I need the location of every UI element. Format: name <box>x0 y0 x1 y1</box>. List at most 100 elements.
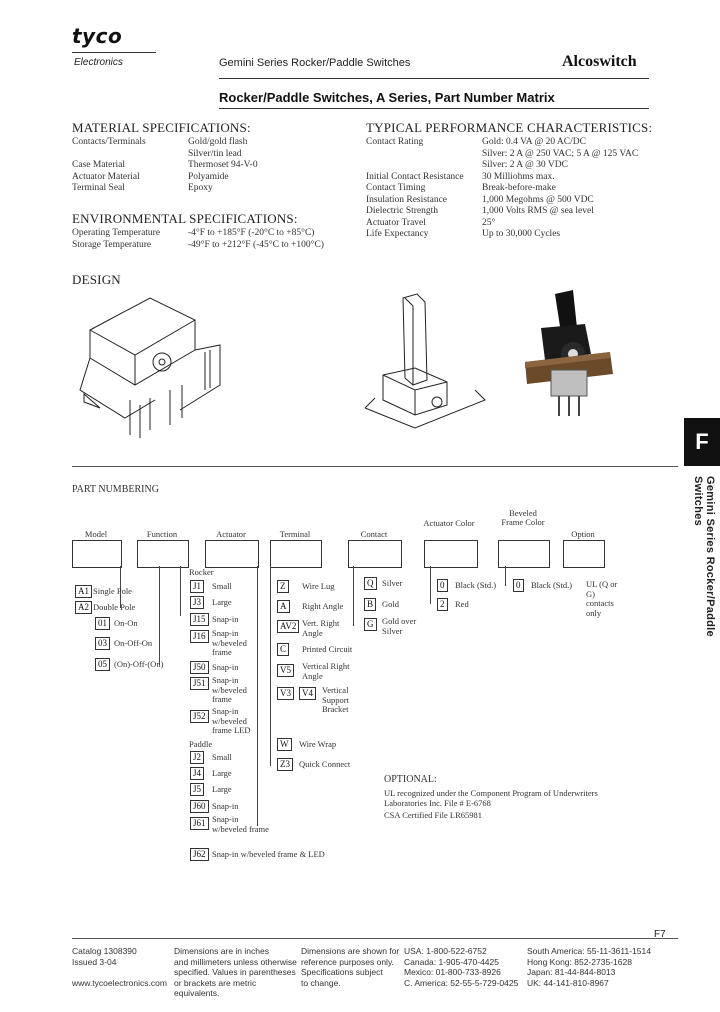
terminal-code-a[interactable]: A <box>277 600 290 613</box>
terminal-code-c[interactable]: C <box>277 643 290 656</box>
frame-color-label: Black (Std.) <box>531 580 573 590</box>
actuator-label: Large <box>212 784 232 794</box>
terminal-code-z[interactable]: Z <box>277 580 289 593</box>
footer-text: UK: 44-141-810-8967 <box>527 977 609 988</box>
spec-value: Epoxy <box>188 183 213 193</box>
footer-text: South America: 55-11-3611-1514 <box>527 946 651 956</box>
terminal-code-z3[interactable]: Z3 <box>277 758 293 771</box>
environmental-spec-title: ENVIRONMENTAL SPECIFICATIONS: <box>72 211 298 226</box>
actuator-label: Small <box>212 752 232 762</box>
optional-line: UL recognized under the Component Progra… <box>384 788 598 798</box>
spec-value: Polyamide <box>188 171 229 182</box>
actuator-code-j3[interactable]: J3 <box>190 596 205 609</box>
function-code-05[interactable]: 05 <box>95 658 110 671</box>
footer-col-catalog: Catalog 1308390 Issued 3-04 www.tycoelec… <box>72 946 172 988</box>
title-rule <box>219 108 649 109</box>
contact-box[interactable] <box>348 540 402 568</box>
terminal-box[interactable] <box>270 540 322 568</box>
design-rule <box>72 466 678 467</box>
contact-label: Silver <box>382 578 403 588</box>
header-actuator-color: Actuator Color <box>423 518 475 528</box>
actuator-label: Snap-in <box>212 801 239 811</box>
page-title: Rocker/Paddle Switches, A Series, Part N… <box>219 90 555 105</box>
function-code-01[interactable]: 01 <box>95 617 110 630</box>
actuator-label: Small <box>212 581 232 591</box>
function-box[interactable] <box>137 540 189 568</box>
actuator-code-j4[interactable]: J4 <box>190 767 205 780</box>
terminal-label: Wire Wrap <box>299 739 337 749</box>
environmental-spec-list: Operating Temperature-4°F to +185°F (-20… <box>72 228 342 251</box>
terminal-code-v4[interactable]: V4 <box>299 687 316 700</box>
model-label: Single Pole <box>93 586 132 596</box>
design-title: DESIGN <box>72 272 121 287</box>
actuator-code-j52[interactable]: J52 <box>190 710 209 723</box>
actuator-color-code-2[interactable]: 2 <box>437 598 448 611</box>
actuator-label: Snap-in w/beveled frame <box>212 628 247 657</box>
actuator-code-j62[interactable]: J62 <box>190 848 209 861</box>
function-code-03[interactable]: 03 <box>95 637 110 650</box>
frame-color-box[interactable] <box>498 540 550 568</box>
optional-line: Laboratories Inc. File # E-6768 <box>384 798 491 808</box>
actuator-code-j50[interactable]: J50 <box>190 661 209 674</box>
header-option: Option <box>571 529 595 539</box>
actuator-code-j16[interactable]: J16 <box>190 630 209 643</box>
actuator-code-j60[interactable]: J60 <box>190 800 209 813</box>
actuator-code-j61[interactable]: J61 <box>190 817 209 830</box>
part-numbering-title: PART NUMBERING <box>72 484 159 495</box>
contact-code-b[interactable]: B <box>364 598 377 611</box>
footer-text: to change. <box>301 977 341 988</box>
connector-line <box>353 566 354 626</box>
footer-text: USA: 1-800-522-6752 <box>404 946 487 956</box>
optional-line: CSA Certified File LR65981 <box>384 810 482 820</box>
actuator-label: Snap-in <box>212 614 239 624</box>
actuator-label: Large <box>212 768 232 778</box>
terminal-code-av2[interactable]: AV2 <box>277 620 300 633</box>
section-tab: F <box>684 418 720 466</box>
rocker-heading: Rocker <box>189 567 214 577</box>
spec-value: Gold: 0.4 VA @ 20 AC/DC <box>482 137 586 147</box>
option-label: UL (Q or G) contacts only <box>586 579 618 618</box>
spec-label: Contact Timing <box>366 183 426 193</box>
header-model: Model <box>84 529 108 539</box>
actuator-box[interactable] <box>205 540 259 568</box>
terminal-code-w[interactable]: W <box>277 738 292 751</box>
model-code-a2[interactable]: A2 <box>75 601 92 614</box>
terminal-code-v5[interactable]: V5 <box>277 664 294 677</box>
spec-label: Contact Rating <box>366 137 424 147</box>
actuator-code-j15[interactable]: J15 <box>190 613 209 626</box>
spec-value: 30 Milliohms max. <box>482 171 555 182</box>
material-spec-title: MATERIAL SPECIFICATIONS: <box>72 120 251 135</box>
actuator-code-j5[interactable]: J5 <box>190 783 205 796</box>
header-frame-color: Beveled Frame Color <box>501 508 545 527</box>
footer-link[interactable]: www.tycoelectronics.com <box>72 977 167 988</box>
spec-row: Operating Temperature-4°F to +185°F (-20… <box>72 228 342 240</box>
contact-code-q[interactable]: Q <box>364 577 377 590</box>
spec-label: Life Expectancy <box>366 229 429 239</box>
footer-text: reference purposes only. <box>301 956 394 967</box>
model-code-a1[interactable]: A1 <box>75 585 92 598</box>
terminal-code-v3[interactable]: V3 <box>277 687 294 700</box>
footer-text: Mexico: 01-800-733-8926 <box>404 967 501 977</box>
footer-col-phones-1: USA: 1-800-522-6752 Canada: 1-905-470-44… <box>404 946 524 988</box>
frame-color-code-0[interactable]: 0 <box>513 579 524 592</box>
actuator-code-j51[interactable]: J51 <box>190 677 209 690</box>
spec-label <box>366 149 482 161</box>
actuator-code-j1[interactable]: J1 <box>190 580 205 593</box>
logo-subtitle: Electronics <box>74 57 123 68</box>
footer-text: Canada: 1-905-470-4425 <box>404 956 499 967</box>
actuator-code-j2[interactable]: J2 <box>190 751 205 764</box>
spec-label <box>72 149 188 161</box>
model-box[interactable] <box>72 540 122 568</box>
contact-code-g[interactable]: G <box>364 618 377 631</box>
actuator-color-code-0[interactable]: 0 <box>437 579 448 592</box>
footer-text: Dimensions are in inches <box>174 946 269 956</box>
spec-label: Case Material <box>72 160 126 170</box>
header-contact: Contact <box>360 529 388 539</box>
actuator-color-box[interactable] <box>424 540 478 568</box>
option-box[interactable] <box>563 540 605 568</box>
